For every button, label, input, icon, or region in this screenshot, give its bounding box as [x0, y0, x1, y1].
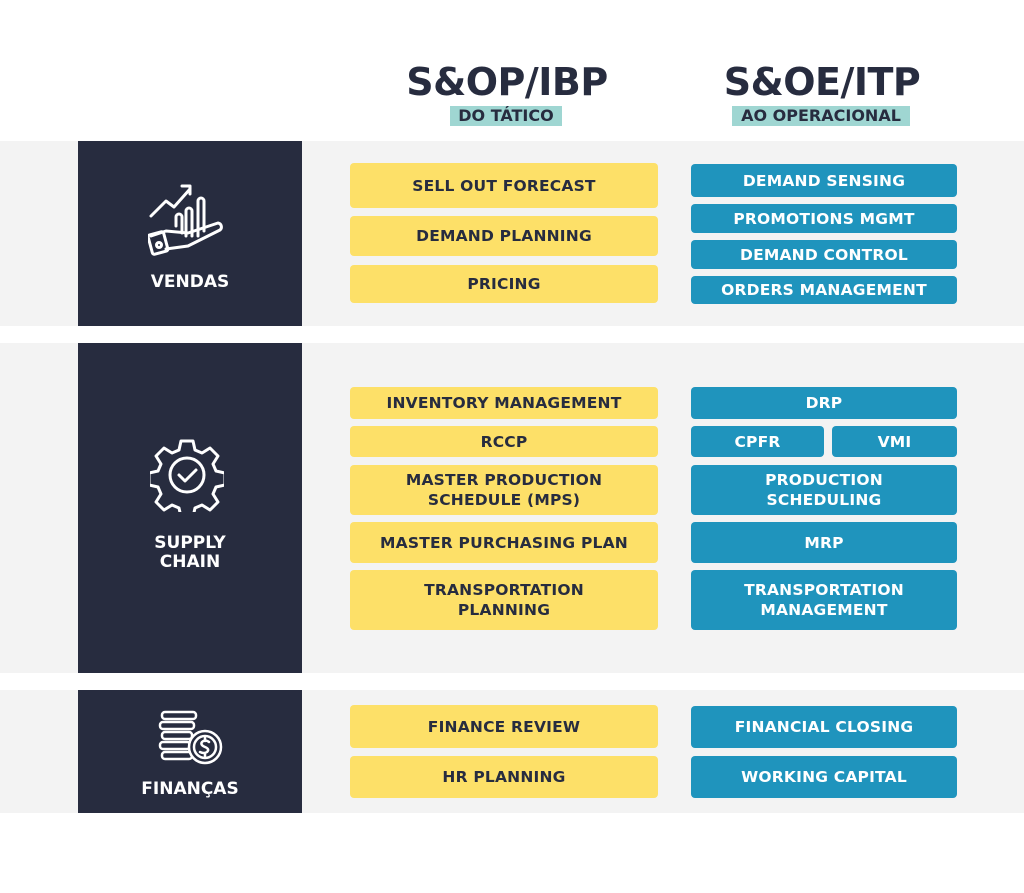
- tactical-title: S&OP/IBP: [406, 60, 608, 104]
- operational-subtitle: AO OPERACIONAL: [732, 106, 910, 126]
- tactical-item: RCCP: [350, 426, 658, 457]
- hand-growth-chart-icon: [148, 184, 223, 256]
- supply-label-1: SUPPLY: [154, 533, 226, 553]
- tactical-item: SELL OUT FORECAST: [350, 163, 658, 208]
- tactical-item: INVENTORY MANAGEMENT: [350, 387, 658, 419]
- financas-panel: FINANÇAS: [78, 690, 302, 813]
- supply-panel: SUPPLY CHAIN: [78, 343, 302, 673]
- financas-label: FINANÇAS: [141, 779, 239, 799]
- tactical-item: TRANSPORTATION PLANNING: [350, 570, 658, 630]
- tactical-item: MASTER PRODUCTION SCHEDULE (MPS): [350, 465, 658, 515]
- operational-item: VMI: [832, 426, 957, 457]
- vendas-panel: VENDAS: [78, 141, 302, 326]
- tactical-item: FINANCE REVIEW: [350, 705, 658, 748]
- tactical-item: HR PLANNING: [350, 756, 658, 798]
- tactical-item: DEMAND PLANNING: [350, 216, 658, 256]
- supply-label-2: CHAIN: [159, 552, 221, 572]
- operational-item: DEMAND CONTROL: [691, 240, 957, 269]
- operational-item: PROMOTIONS MGMT: [691, 204, 957, 233]
- gear-check-icon: [150, 439, 224, 512]
- operational-item: MRP: [691, 522, 957, 563]
- tactical-item: PRICING: [350, 265, 658, 303]
- operational-item: ORDERS MANAGEMENT: [691, 276, 957, 304]
- tactical-item: MASTER PURCHASING PLAN: [350, 522, 658, 563]
- operational-item: WORKING CAPITAL: [691, 756, 957, 798]
- operational-title: S&OE/ITP: [723, 60, 921, 104]
- tactical-subtitle: DO TÁTICO: [450, 106, 562, 126]
- operational-item: DEMAND SENSING: [691, 164, 957, 197]
- operational-item: PRODUCTION SCHEDULING: [691, 465, 957, 515]
- operational-item: FINANCIAL CLOSING: [691, 706, 957, 748]
- operational-item: TRANSPORTATION MANAGEMENT: [691, 570, 957, 630]
- operational-item: CPFR: [691, 426, 824, 457]
- vendas-label: VENDAS: [150, 272, 230, 292]
- operational-item: DRP: [691, 387, 957, 419]
- coins-dollar-icon: [158, 710, 223, 765]
